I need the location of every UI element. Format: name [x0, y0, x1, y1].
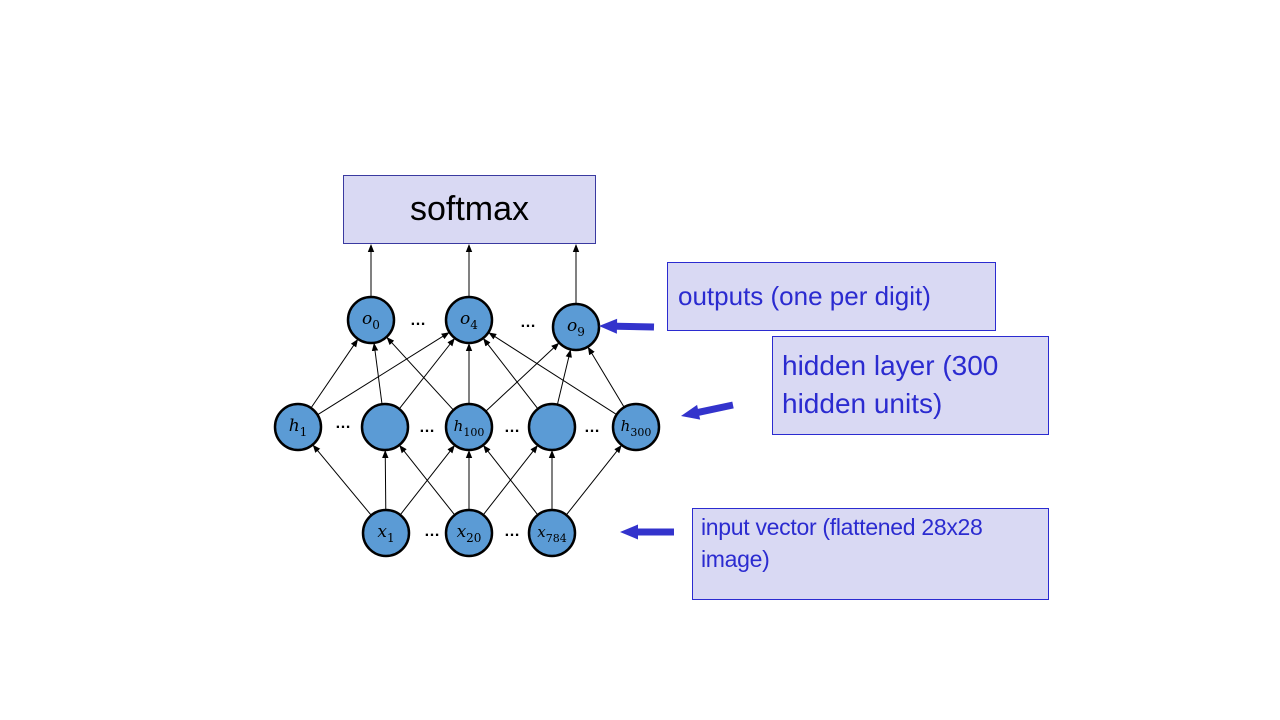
- edge-hidden-to-output: [398, 338, 455, 410]
- output-node-label: o4: [460, 309, 478, 332]
- output-node-label: o9: [567, 316, 585, 339]
- edge-input-to-hidden: [483, 445, 539, 516]
- output-node-circle: [551, 302, 601, 352]
- input-node-circle: [361, 508, 411, 558]
- hidden-node-circle: [444, 402, 494, 452]
- ellipsis-mark: …: [504, 419, 520, 436]
- hidden-layer-annotation-text: hidden layer (300 hidden units): [782, 350, 999, 419]
- edge-input-to-hidden: [312, 444, 372, 516]
- hidden-node: h300: [611, 402, 661, 452]
- output-node-circle: [444, 295, 494, 345]
- ellipsis-mark: …: [335, 415, 351, 432]
- hidden-layer-pointer-arrow: [681, 401, 734, 420]
- hidden-node-circle: [273, 402, 323, 452]
- input-node: x1: [361, 508, 411, 558]
- network-nodes: o0 o4 o9 h1 h100 h300 x1 x20 x784: [273, 295, 661, 558]
- ellipsis-marks: … … … … … … … …: [335, 312, 600, 540]
- outputs-annotation-text: outputs (one per digit): [678, 281, 931, 311]
- hidden-node-circle: [527, 402, 577, 452]
- edge-input-to-hidden: [565, 445, 622, 516]
- hidden-layer-annotation: hidden layer (300 hidden units): [772, 336, 1049, 435]
- input-node: x784: [527, 508, 577, 558]
- edge-hidden-to-output: [310, 338, 359, 409]
- input-node-circle: [527, 508, 577, 558]
- output-node: o9: [551, 302, 601, 352]
- output-node-label: o0: [362, 309, 380, 332]
- input-node-circle: [444, 508, 494, 558]
- ellipsis-mark: …: [584, 419, 600, 436]
- input-vector-annotation-text: input vector (flattened 28x28 image): [701, 514, 983, 572]
- output-node: o4: [444, 295, 494, 345]
- edge-hidden-to-output: [587, 346, 625, 408]
- ellipsis-mark: …: [419, 419, 435, 436]
- edge-hidden-to-output: [488, 332, 617, 416]
- outputs-pointer-arrow: [599, 318, 655, 334]
- connection-edges: [310, 244, 625, 516]
- output-node-circle: [346, 295, 396, 345]
- input-node-label: x784: [537, 523, 566, 545]
- ellipsis-mark: …: [520, 314, 536, 331]
- hidden-node: [527, 402, 577, 452]
- input-vector-annotation: input vector (flattened 28x28 image): [692, 508, 1049, 600]
- edge-hidden-to-output: [483, 338, 539, 410]
- edge-hidden-to-output: [485, 342, 560, 412]
- input-node-label: x1: [377, 522, 394, 545]
- output-node: o0: [346, 295, 396, 345]
- hidden-node: h100: [444, 402, 494, 452]
- edge-hidden-to-output: [317, 332, 450, 416]
- softmax-box: softmax: [343, 175, 596, 244]
- softmax-label: softmax: [409, 190, 530, 228]
- annotation-pointer-arrows: [599, 318, 734, 540]
- hidden-node-label: h100: [454, 417, 485, 439]
- hidden-node-circle: [360, 402, 410, 452]
- input-vector-pointer-arrow: [620, 524, 674, 540]
- edge-hidden-to-output: [386, 336, 454, 411]
- hidden-node: h1: [273, 402, 323, 452]
- edge-hidden-to-output: [371, 342, 383, 405]
- edge-input-to-hidden: [382, 449, 389, 511]
- ellipsis-mark: …: [504, 523, 520, 540]
- input-node-label: x20: [457, 522, 482, 545]
- edge-input-to-hidden: [399, 445, 456, 516]
- ellipsis-mark: …: [424, 523, 440, 540]
- hidden-node-label: h300: [621, 417, 652, 439]
- outputs-annotation: outputs (one per digit): [667, 262, 996, 331]
- input-node: x20: [444, 508, 494, 558]
- hidden-node: [360, 402, 410, 452]
- edge-hidden-to-output: [556, 349, 572, 405]
- hidden-node-label: h1: [289, 416, 308, 439]
- hidden-node-circle: [611, 402, 661, 452]
- ellipsis-mark: …: [410, 312, 426, 329]
